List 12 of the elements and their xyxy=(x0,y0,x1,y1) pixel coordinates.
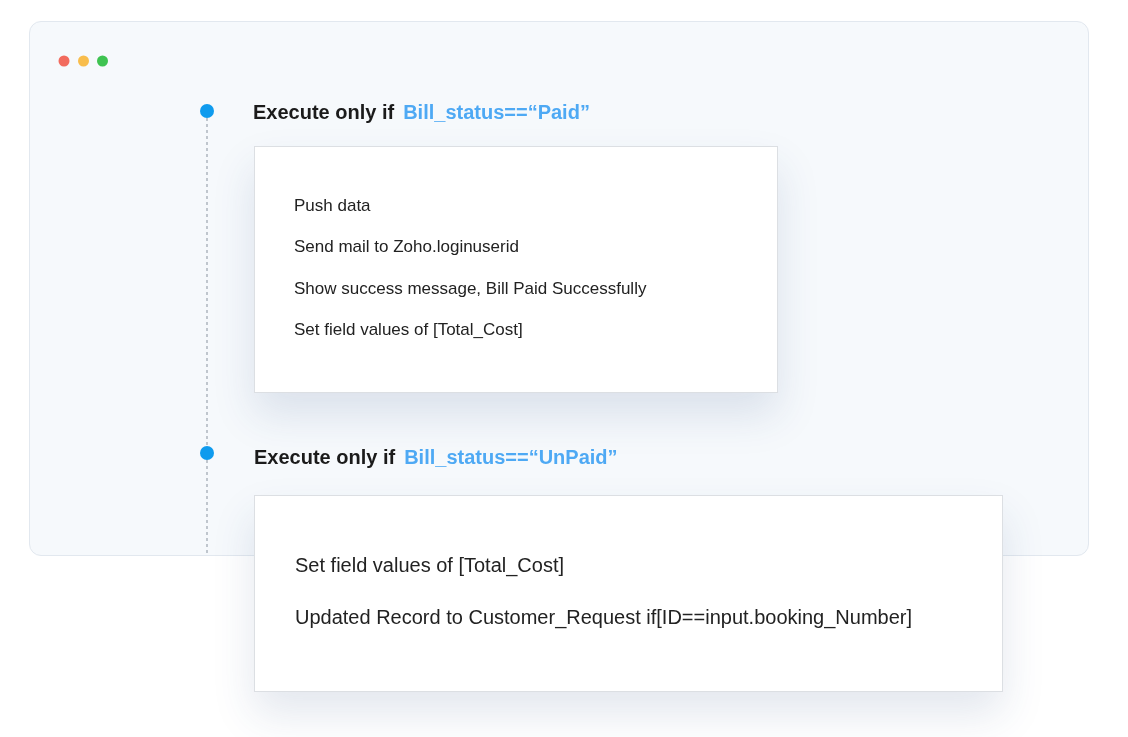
action-step: Send mail to Zoho.loginuserid xyxy=(294,237,519,258)
dotted-timeline-line xyxy=(206,459,208,555)
condition-label: Execute only if xyxy=(254,446,396,468)
condition-label: Execute only if xyxy=(253,101,395,123)
condition-expression: Bill_status==“Paid” xyxy=(403,101,590,123)
action-step: Set field values of [Total_Cost] xyxy=(294,319,523,340)
action-step: Updated Record to Customer_Request if[ID==input.booking_Number] xyxy=(295,605,912,629)
action-step: Show success message, Bill Paid Successfully xyxy=(294,278,647,299)
dotted-timeline-line xyxy=(206,117,208,447)
action-step: Set field values of [Total_Cost] xyxy=(295,553,565,577)
action-step: Push data xyxy=(294,196,371,216)
condition-expression: Bill_status==“UnPaid” xyxy=(404,446,618,468)
